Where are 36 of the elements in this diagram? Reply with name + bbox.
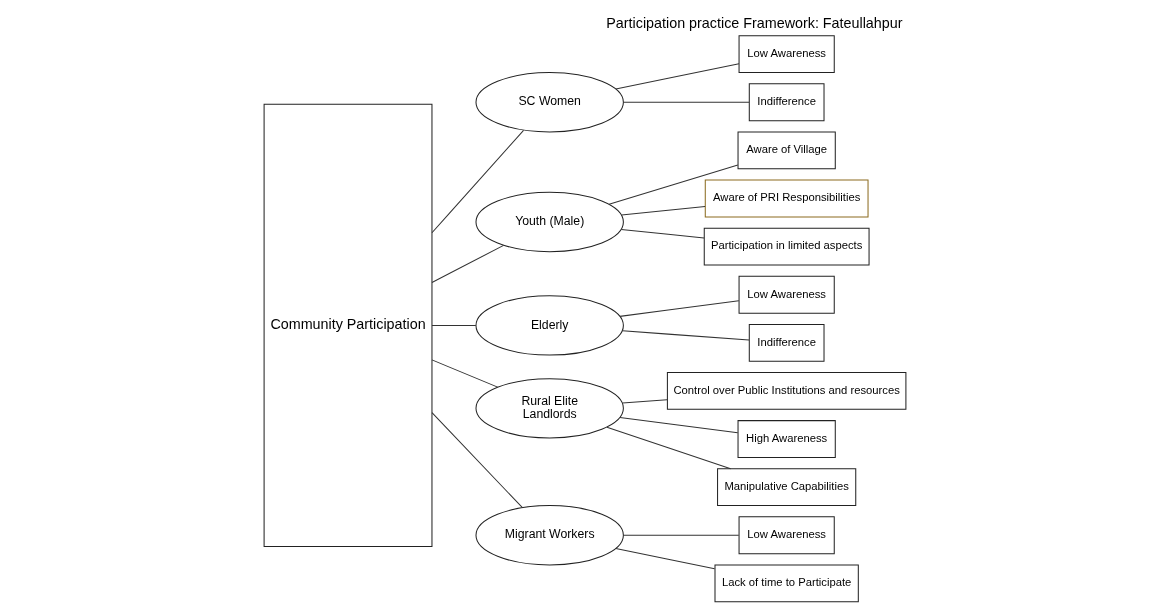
connector — [430, 359, 498, 388]
node-ellipse: Migrant Workers — [474, 505, 624, 566]
connector — [618, 416, 738, 434]
node-box: High Awareness — [737, 420, 836, 458]
connector — [605, 426, 731, 470]
node-box: Aware of Village — [737, 131, 836, 170]
node-box: Indifference — [748, 83, 825, 122]
node-ellipse: Elderly — [474, 295, 624, 356]
connector — [618, 300, 739, 317]
connector — [620, 228, 705, 239]
connector — [614, 548, 715, 570]
connector — [430, 324, 476, 326]
connector — [620, 206, 706, 216]
connector — [608, 164, 738, 205]
connector — [622, 534, 739, 536]
node-box: Low Awareness — [738, 35, 835, 74]
node-box: Community Participation — [263, 103, 432, 548]
node-box: Lack of time to Participate — [714, 564, 859, 603]
connector — [621, 330, 749, 341]
node-box: Manipulative Capabilities — [716, 468, 856, 507]
node-box: Low Awareness — [738, 275, 835, 314]
connector — [430, 244, 504, 283]
node-ellipse: Youth (Male) — [474, 191, 624, 253]
node-box: Aware of PRI Responsibilities — [704, 179, 869, 218]
node-ellipse: SC Women — [474, 72, 624, 133]
node-box: Low Awareness — [738, 516, 835, 555]
connector — [622, 101, 749, 103]
connector — [430, 129, 524, 234]
diagram-title: Participation practice Framework: Fateullahpur — [605, 14, 903, 31]
connector — [614, 63, 740, 90]
node-box: Indifference — [748, 323, 825, 362]
connector — [621, 399, 668, 404]
node-ellipse: Rural Elite Landlords — [474, 378, 624, 439]
node-box: Participation in limited aspects — [703, 227, 870, 266]
connector — [430, 412, 523, 508]
node-box: Control over Public Institutions and resources — [666, 372, 906, 410]
